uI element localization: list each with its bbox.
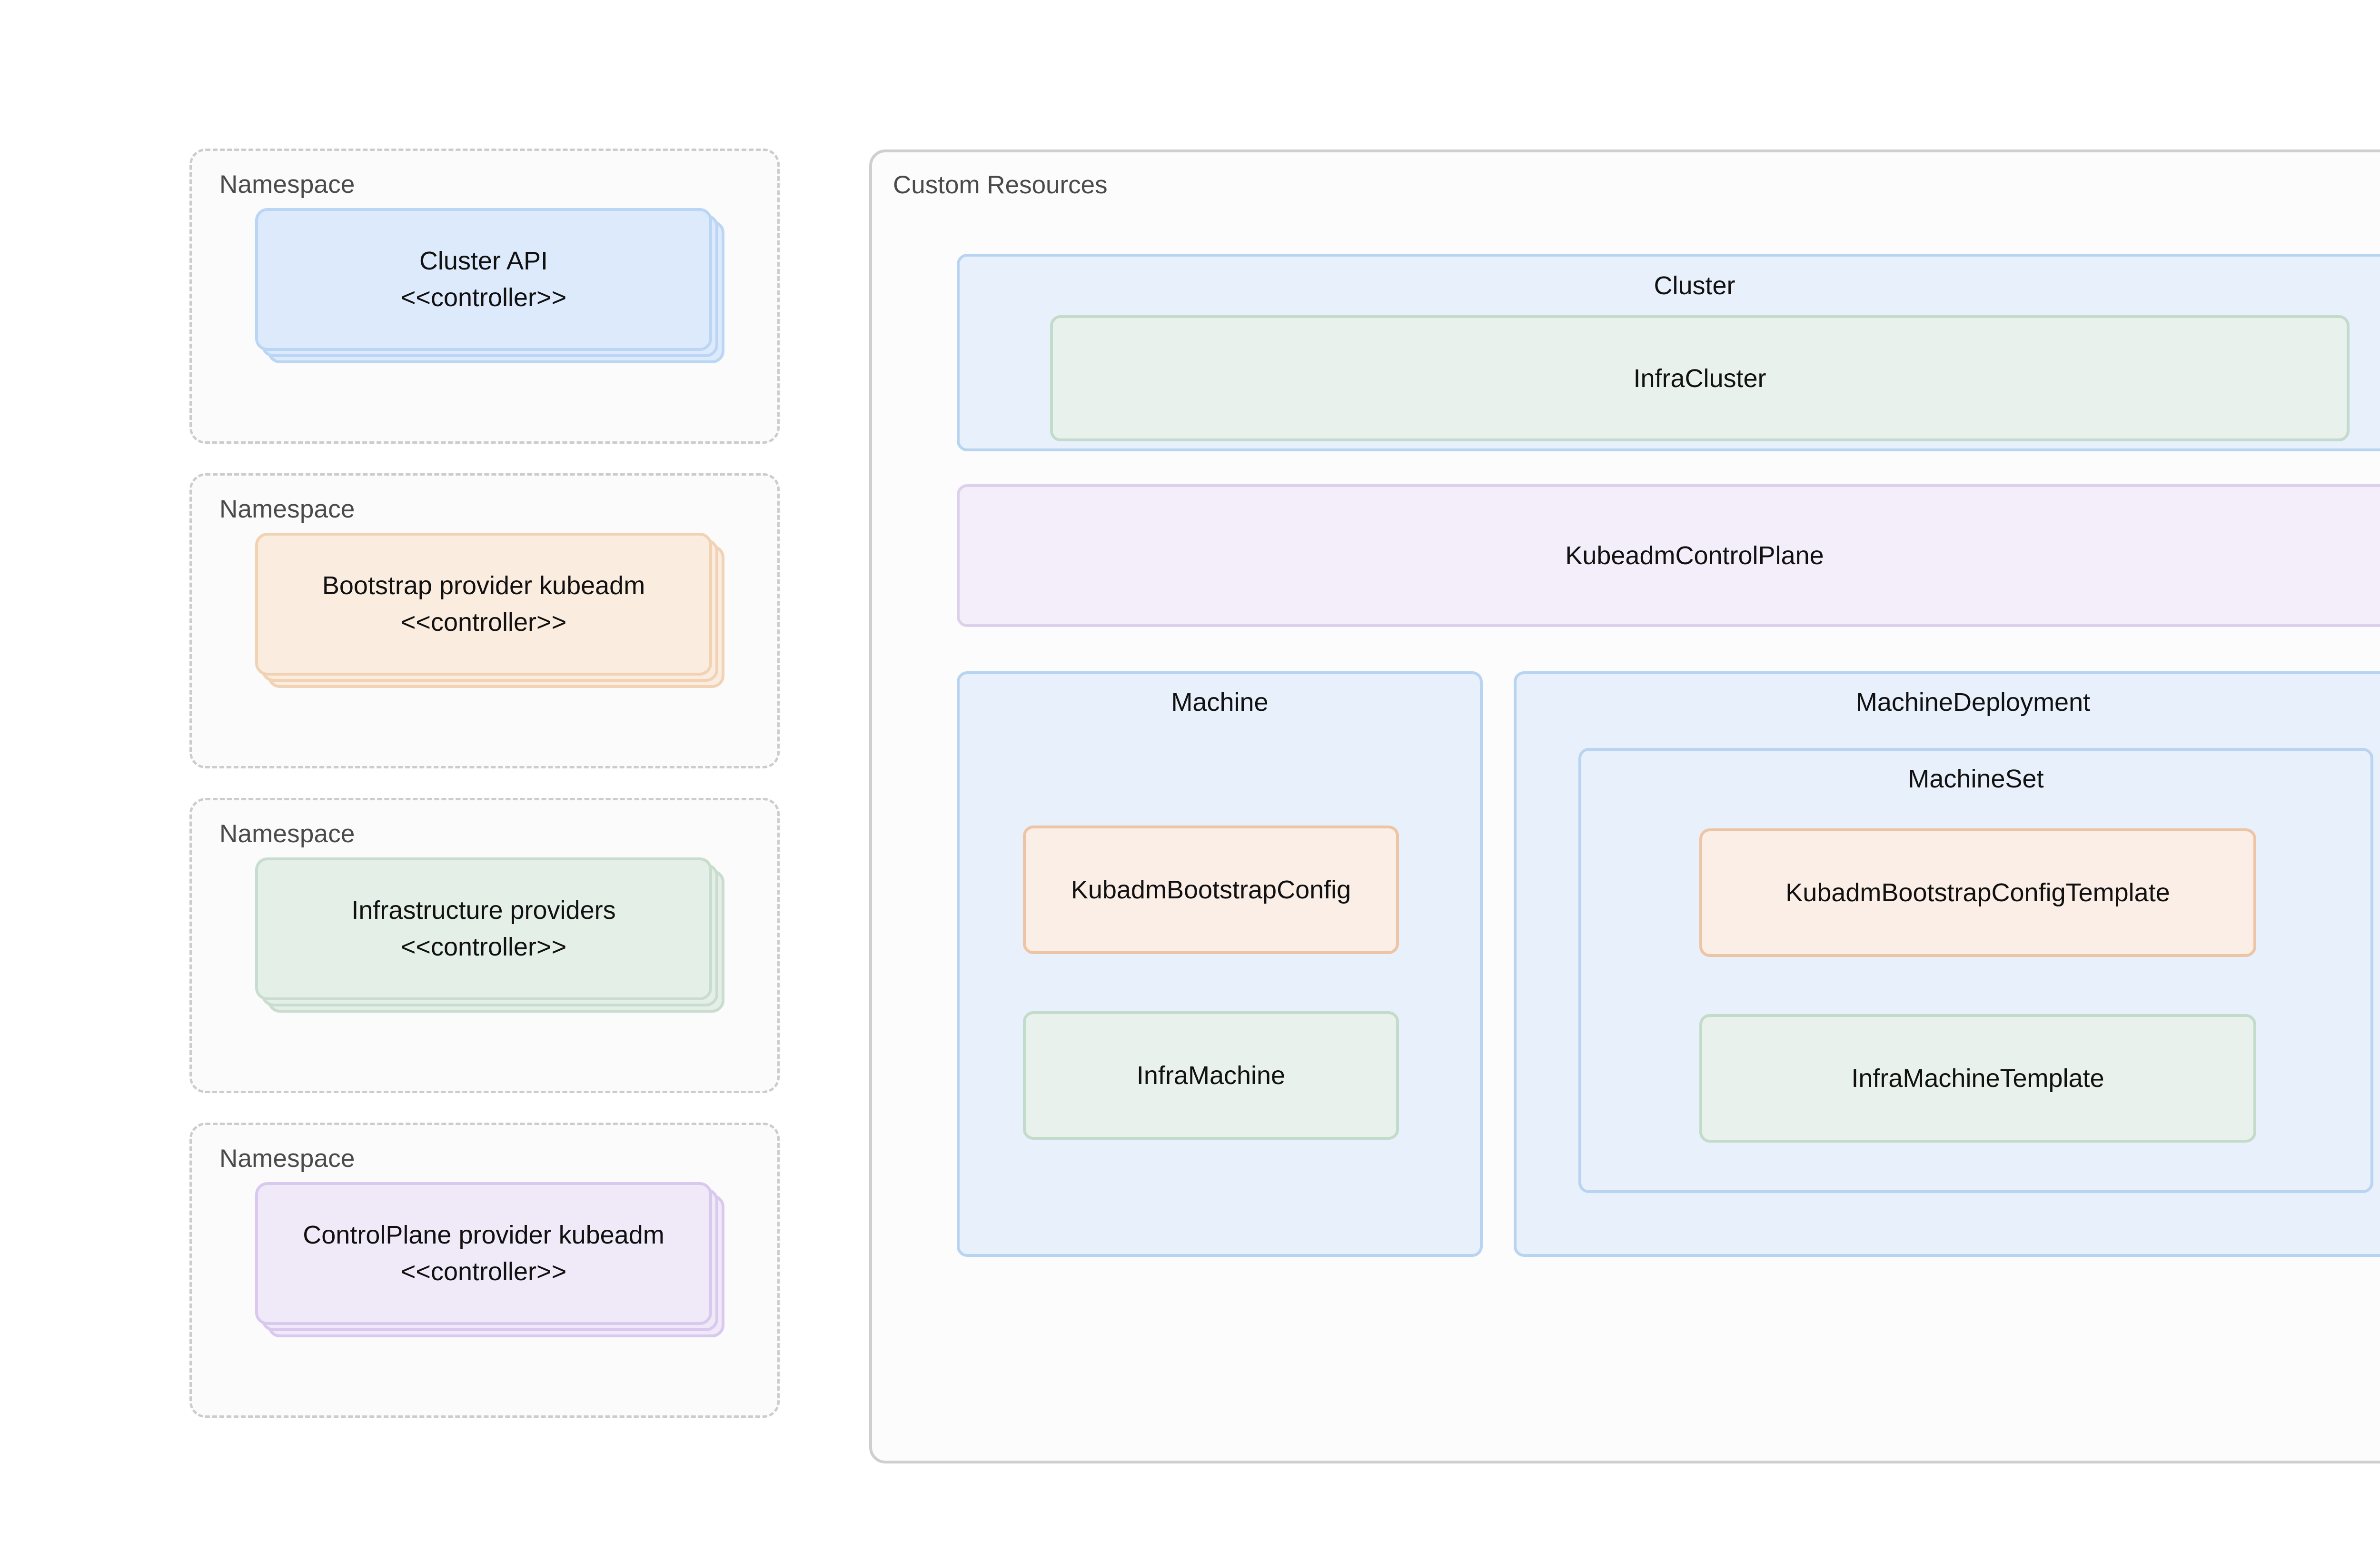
controller-card-text: Bootstrap provider kubeadm <<controller>… — [255, 533, 712, 676]
infracluster-title: InfraCluster — [1633, 364, 1766, 393]
controller-card-name: Bootstrap provider kubeadm — [322, 571, 645, 600]
controller-card-cluster-api[interactable]: Cluster API <<controller>> — [255, 208, 724, 365]
controller-card-bootstrap-provider-kubeadm[interactable]: Bootstrap provider kubeadm <<controller>… — [255, 533, 724, 690]
kubadmbootstrapconfig-box[interactable]: KubadmBootstrapConfig — [1023, 826, 1399, 954]
namespace-label: Namespace — [219, 820, 355, 848]
infracluster-box[interactable]: InfraCluster — [1050, 315, 2350, 441]
controller-card-name: Infrastructure providers — [351, 896, 616, 925]
controller-card-name: ControlPlane provider kubeadm — [303, 1221, 664, 1250]
namespace-box-bootstrap-provider-kubeadm: Namespace Bootstrap provider kubeadm <<c… — [189, 473, 780, 768]
inframachinetemplate-box[interactable]: InfraMachineTemplate — [1699, 1014, 2256, 1143]
inframachine-box[interactable]: InfraMachine — [1023, 1011, 1399, 1140]
kubeadm-control-plane-title: KubeadmControlPlane — [1565, 541, 1824, 570]
controller-card-name: Cluster API — [419, 247, 548, 276]
kubeadm-control-plane-box[interactable]: KubeadmControlPlane — [957, 484, 2380, 627]
controller-card-controlplane-provider-kubeadm[interactable]: ControlPlane provider kubeadm <<controll… — [255, 1182, 724, 1339]
machine-title: Machine — [1171, 688, 1269, 717]
namespace-label: Namespace — [219, 170, 355, 199]
card-stack-layer-front — [255, 857, 712, 1000]
controller-card-text: Infrastructure providers <<controller>> — [255, 857, 712, 1000]
namespace-box-controlplane-provider-kubeadm: Namespace ControlPlane provider kubeadm … — [189, 1123, 780, 1418]
namespace-label: Namespace — [219, 1145, 355, 1173]
controller-card-infrastructure-providers[interactable]: Infrastructure providers <<controller>> — [255, 857, 724, 1015]
kubadmbootstrapconfigtemplate-title: KubadmBootstrapConfigTemplate — [1785, 878, 2170, 907]
kubadmbootstrapconfigtemplate-box[interactable]: KubadmBootstrapConfigTemplate — [1699, 828, 2256, 957]
namespace-box-cluster-api: Namespace Cluster API <<controller>> — [189, 149, 780, 444]
controller-card-stereotype: <<controller>> — [400, 608, 567, 637]
card-stack-layer-front — [255, 533, 712, 676]
card-stack-layer-front — [255, 208, 712, 351]
controller-card-stereotype: <<controller>> — [400, 283, 567, 312]
inframachinetemplate-title: InfraMachineTemplate — [1851, 1064, 2104, 1093]
cluster-title: Cluster — [1654, 271, 1735, 300]
machine-set-box[interactable]: MachineSet KubadmBootstrapConfigTemplate… — [1578, 748, 2373, 1193]
controller-card-stereotype: <<controller>> — [400, 1257, 567, 1286]
namespace-box-infrastructure-providers: Namespace Infrastructure providers <<con… — [189, 798, 780, 1093]
custom-resources-title: Custom Resources — [893, 171, 1108, 199]
controller-card-stereotype: <<controller>> — [400, 933, 567, 961]
custom-resources-panel: Custom Resources Cluster InfraCluster Ku… — [869, 149, 2380, 1463]
machine-deployment-box[interactable]: MachineDeployment MachineSet KubadmBoots… — [1514, 671, 2380, 1257]
cluster-box[interactable]: Cluster InfraCluster — [957, 254, 2380, 451]
machine-set-title: MachineSet — [1908, 765, 2044, 793]
kubadmbootstrapconfig-title: KubadmBootstrapConfig — [1071, 876, 1351, 904]
inframachine-title: InfraMachine — [1136, 1061, 1286, 1090]
namespace-label: Namespace — [219, 495, 355, 523]
card-stack-layer-front — [255, 1182, 712, 1325]
namespace-column: Namespace Cluster API <<controller>> Nam… — [189, 149, 780, 1447]
controller-card-text: ControlPlane provider kubeadm <<controll… — [255, 1182, 712, 1325]
machine-deployment-title: MachineDeployment — [1855, 688, 2091, 717]
controller-card-text: Cluster API <<controller>> — [255, 208, 712, 351]
machine-box[interactable]: Machine KubadmBootstrapConfig InfraMachi… — [957, 671, 1483, 1257]
